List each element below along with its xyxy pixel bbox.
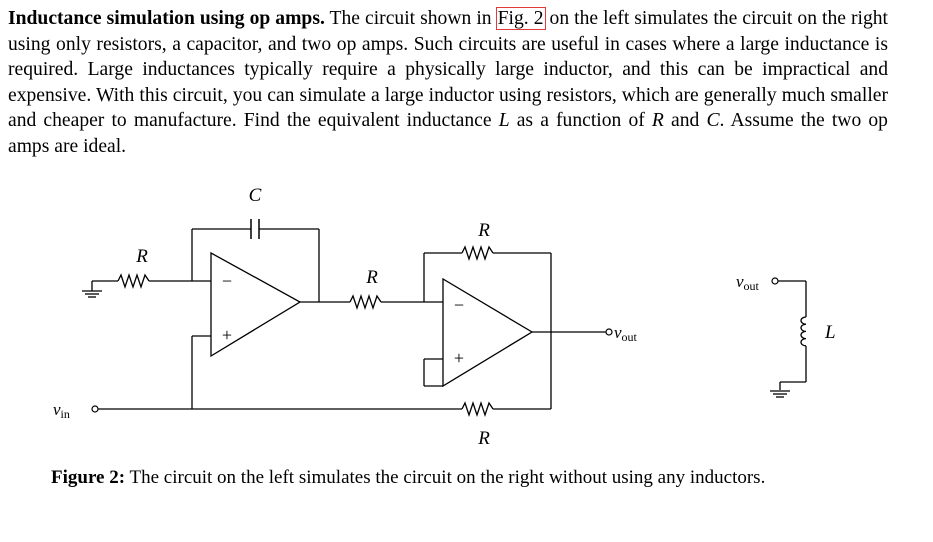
resistor-R-feedback bbox=[461, 244, 494, 262]
label-C: C bbox=[249, 185, 262, 206]
caption-label: Figure 2: bbox=[51, 467, 126, 488]
label-R-bottom: R bbox=[477, 428, 490, 449]
circuit-wires bbox=[92, 228, 807, 418]
variable-C: C bbox=[706, 110, 720, 132]
opamp1-minus-sign: − bbox=[222, 271, 232, 291]
variable-L: L bbox=[498, 110, 510, 132]
resistor-R1 bbox=[117, 272, 150, 290]
resistor-R-bottom bbox=[461, 400, 494, 418]
caption-text: The circuit on the left simulates the ci… bbox=[129, 467, 766, 488]
problem-paragraph: Inductance simulation using op amps. The… bbox=[8, 6, 888, 160]
label-R2: R bbox=[365, 267, 378, 288]
problem-text-4: and bbox=[671, 110, 700, 132]
variable-R: R bbox=[651, 110, 664, 132]
problem-text-3: as a function of bbox=[516, 110, 645, 132]
opamp2-plus-sign: + bbox=[454, 348, 464, 368]
opamp-2 bbox=[442, 277, 534, 388]
problem-text-2: on the left simulates the circuit on the… bbox=[8, 8, 888, 132]
capacitor-C bbox=[250, 219, 260, 239]
resistor-R2 bbox=[349, 293, 382, 311]
equiv-L-label: L bbox=[824, 322, 836, 343]
ground-left bbox=[82, 281, 102, 298]
opamp2-minus-sign: − bbox=[454, 295, 464, 315]
opamp1-plus-sign: + bbox=[222, 325, 232, 345]
problem-title: Inductance simulation using op amps. bbox=[8, 8, 325, 29]
problem-text-1: The circuit shown in bbox=[329, 8, 492, 29]
opamp-1 bbox=[210, 251, 302, 358]
ground-right bbox=[770, 390, 790, 398]
circuit-diagram: C R R R R − + − + vin vout vout L bbox=[53, 185, 836, 449]
equiv-vout-terminal bbox=[771, 277, 779, 285]
label-R-feedback: R bbox=[477, 220, 490, 241]
inductor-L bbox=[800, 316, 807, 347]
equiv-vout-label: vout bbox=[736, 272, 760, 293]
vout-label: vout bbox=[614, 323, 638, 344]
figure-caption: Figure 2: The circuit on the left simula… bbox=[51, 467, 765, 489]
vin-terminal bbox=[91, 405, 99, 413]
figure-reference-link[interactable]: Fig. 2 bbox=[495, 7, 546, 30]
vin-label: vin bbox=[53, 400, 70, 421]
label-R1: R bbox=[135, 246, 148, 267]
problem-text-5: . Assume the two op amps are ideal. bbox=[8, 110, 888, 157]
terminals bbox=[91, 277, 779, 413]
vout-terminal bbox=[605, 328, 613, 336]
